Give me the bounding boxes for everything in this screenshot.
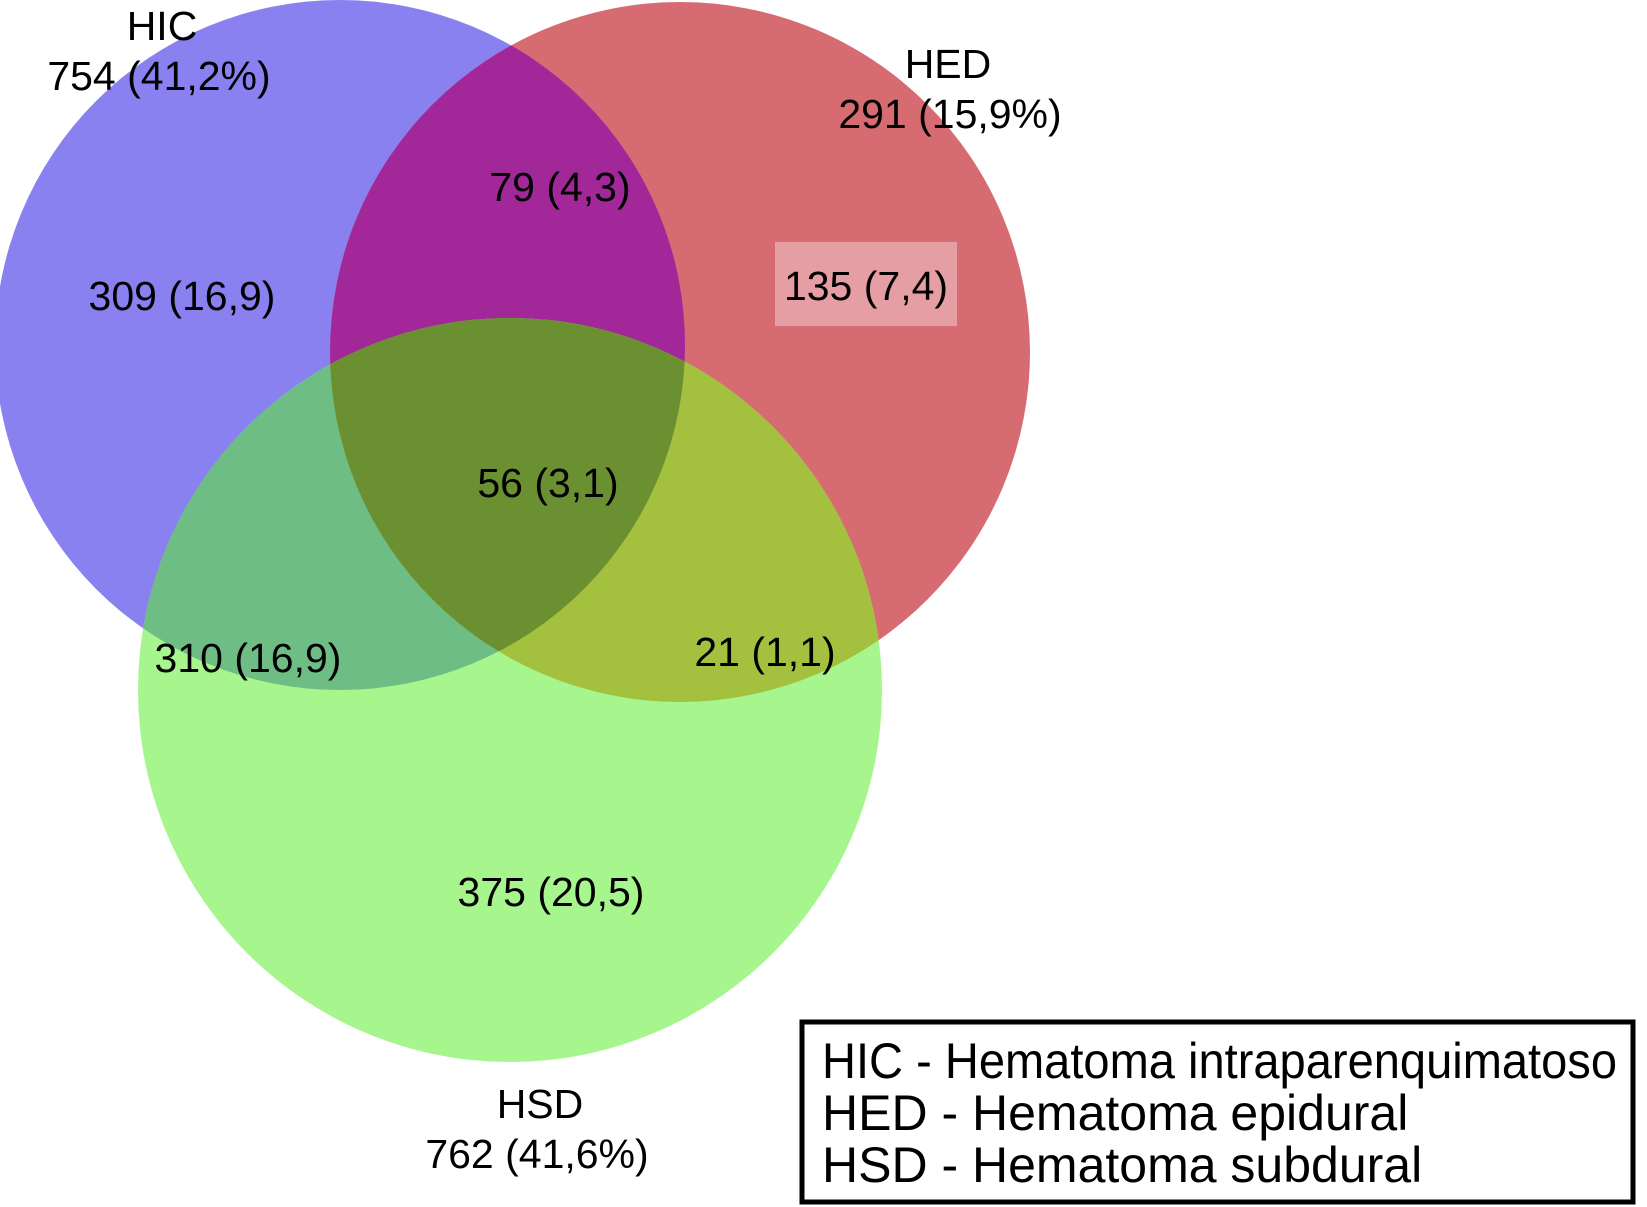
hic-only-value: 309 (16,9) <box>89 273 276 319</box>
hic-hed-hsd-value: 56 (3,1) <box>477 460 618 506</box>
legend-line-hic: HIC - Hematoma intraparenquimatoso <box>822 1033 1617 1089</box>
hsd-set-total: 762 (41,6%) <box>425 1131 648 1177</box>
hsd-set-label: HSD <box>497 1081 584 1127</box>
legend-line-hed: HED - Hematoma epidural <box>822 1085 1408 1141</box>
hed-set-label: HED <box>905 41 992 87</box>
hic-hsd-value: 310 (16,9) <box>155 635 342 681</box>
hed-hsd-value: 21 (1,1) <box>694 629 835 675</box>
hic-hed-value: 79 (4,3) <box>489 164 630 210</box>
legend-box <box>799 1019 1636 1205</box>
hsd-only-value: 375 (20,5) <box>458 869 645 915</box>
hed-only-highlight-box <box>775 242 957 326</box>
hed-set-total: 291 (15,9%) <box>838 91 1061 137</box>
hic-set-label: HIC <box>127 3 198 49</box>
hic-set-total: 754 (41,2%) <box>47 53 270 99</box>
hed-only-value: 135 (7,4) <box>784 263 948 309</box>
region-hic-hsd <box>138 318 685 690</box>
legend-line-hsd: HSD - Hematoma subdural <box>822 1137 1422 1193</box>
